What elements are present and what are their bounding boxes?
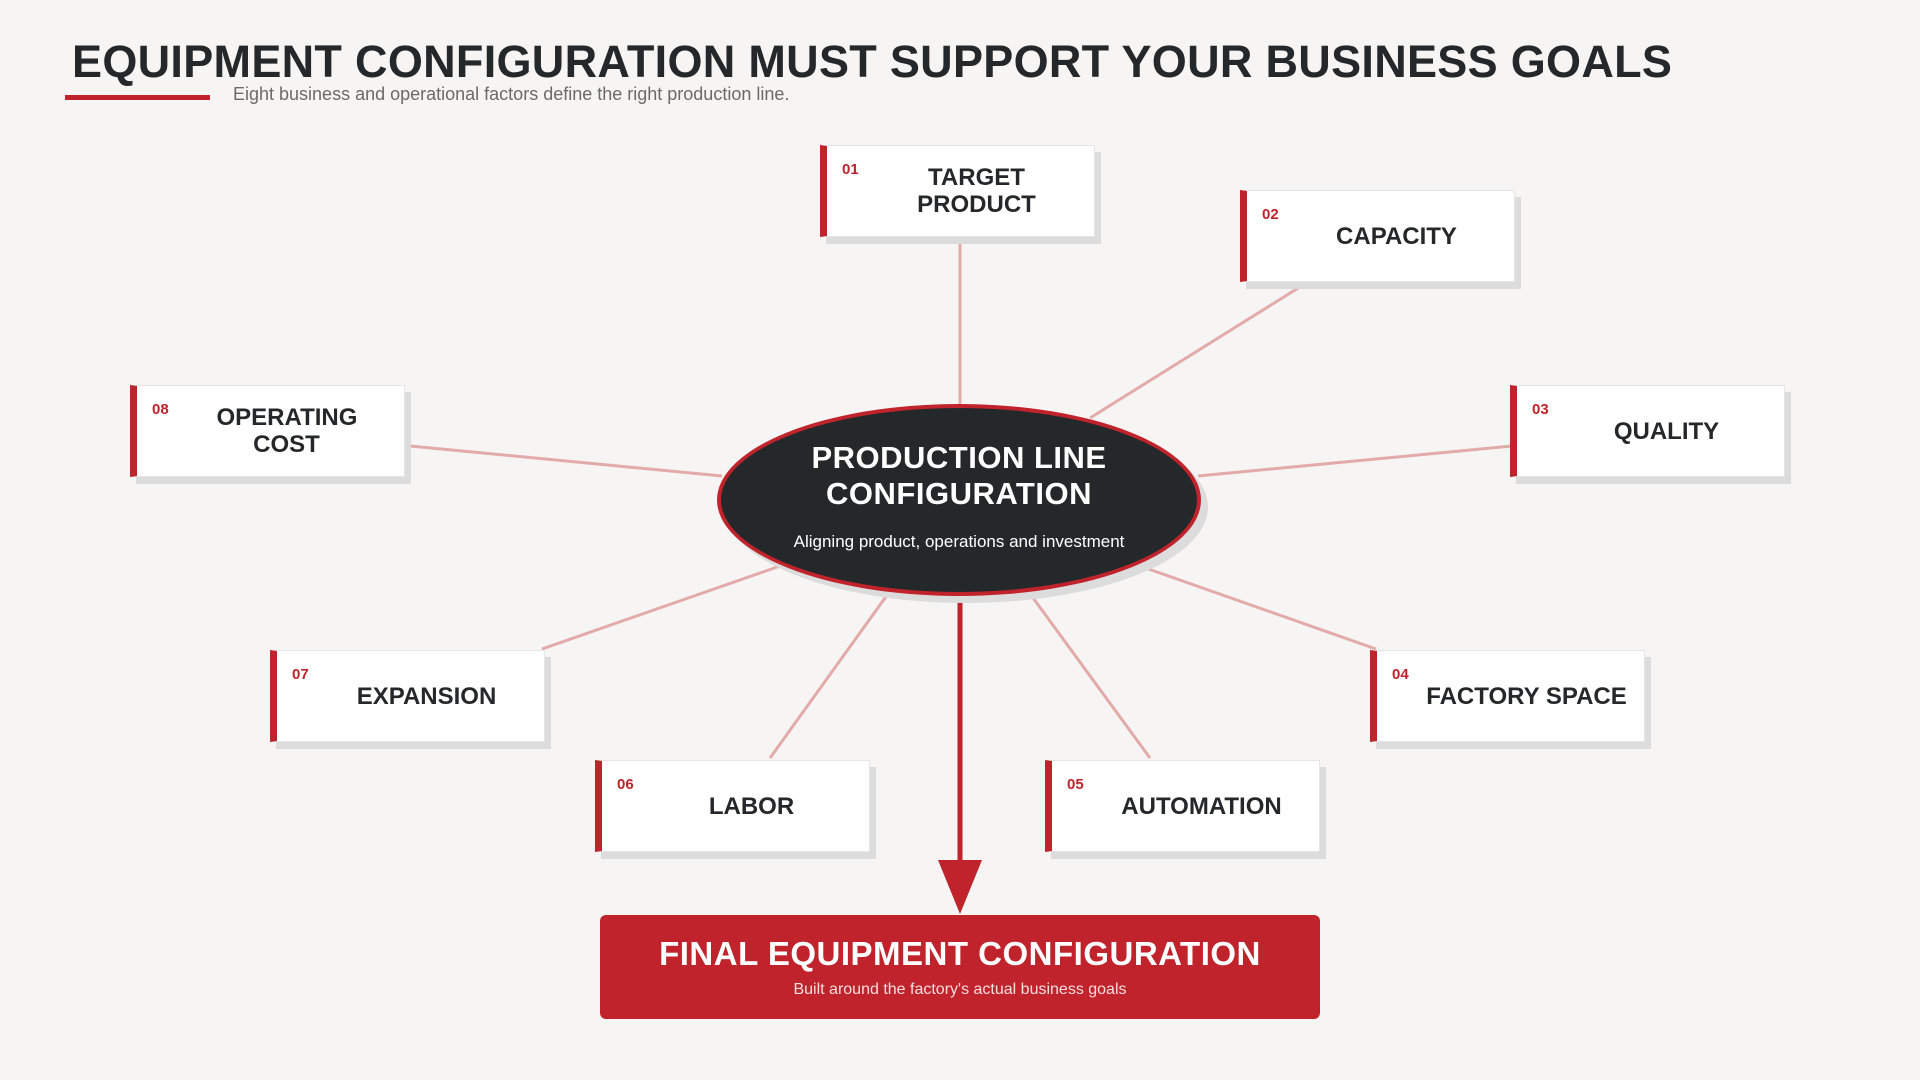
factor-label: EXPANSION	[356, 682, 497, 710]
factor-number: 05	[1067, 776, 1084, 793]
hub-title-line1: PRODUCTION LINE	[811, 440, 1107, 475]
page-subtitle: Eight business and operational factors d…	[233, 84, 790, 104]
hub-subtitle: Aligning product, operations and investm…	[793, 532, 1125, 551]
factor-card-operating-cost: 08 OPERATING COST	[130, 385, 405, 477]
factor-label: AUTOMATION	[1121, 792, 1282, 820]
page-title: EQUIPMENT CONFIGURATION MUST SUPPORT YOU…	[72, 36, 1673, 87]
hub-title-line2: CONFIGURATION	[826, 476, 1092, 511]
factor-card-target-product: 01 TARGET PRODUCT	[820, 145, 1095, 237]
factor-number: 01	[842, 161, 859, 178]
factor-card-capacity: 02 CAPACITY	[1240, 190, 1515, 282]
connector-06	[768, 590, 892, 759]
factor-card-labor: 06 LABOR	[595, 760, 870, 852]
factor-label: FACTORY SPACE	[1426, 682, 1627, 710]
connector-08	[409, 444, 723, 478]
factor-label: LABOR	[708, 792, 795, 820]
factor-number: 08	[152, 401, 169, 418]
factor-number: 06	[617, 776, 634, 793]
factor-card-factory-space: 04 FACTORY SPACE	[1370, 650, 1645, 742]
flow-arrow-head	[938, 860, 982, 914]
connector-05	[1026, 590, 1152, 759]
factor-number: 07	[292, 666, 309, 683]
hub-title: PRODUCTION LINE CONFIGURATION	[721, 440, 1197, 512]
final-subtitle: Built around the factory's actual busine…	[793, 981, 1127, 998]
final-configuration-box: FINAL EQUIPMENT CONFIGURATION Built arou…	[600, 915, 1320, 1019]
factor-label: CAPACITY	[1336, 222, 1457, 250]
connector-03	[1197, 444, 1513, 478]
factor-number: 02	[1262, 206, 1279, 223]
factor-label: TARGET PRODUCT	[917, 164, 1036, 218]
factor-card-automation: 05 AUTOMATION	[1045, 760, 1320, 852]
title-underline	[65, 95, 210, 100]
factor-number: 03	[1532, 401, 1549, 418]
factor-label: OPERATING COST	[216, 404, 358, 458]
factor-card-quality: 03 QUALITY	[1510, 385, 1785, 477]
factor-card-expansion: 07 EXPANSION	[270, 650, 545, 742]
final-title: FINAL EQUIPMENT CONFIGURATION	[659, 935, 1261, 972]
factor-label: QUALITY	[1613, 417, 1720, 445]
connector-07	[541, 564, 781, 651]
connector-02	[1089, 283, 1304, 420]
factor-number: 04	[1392, 666, 1409, 683]
connector-04	[1139, 564, 1377, 651]
hub-production-line-configuration: PRODUCTION LINE CONFIGURATION Aligning p…	[717, 404, 1201, 596]
